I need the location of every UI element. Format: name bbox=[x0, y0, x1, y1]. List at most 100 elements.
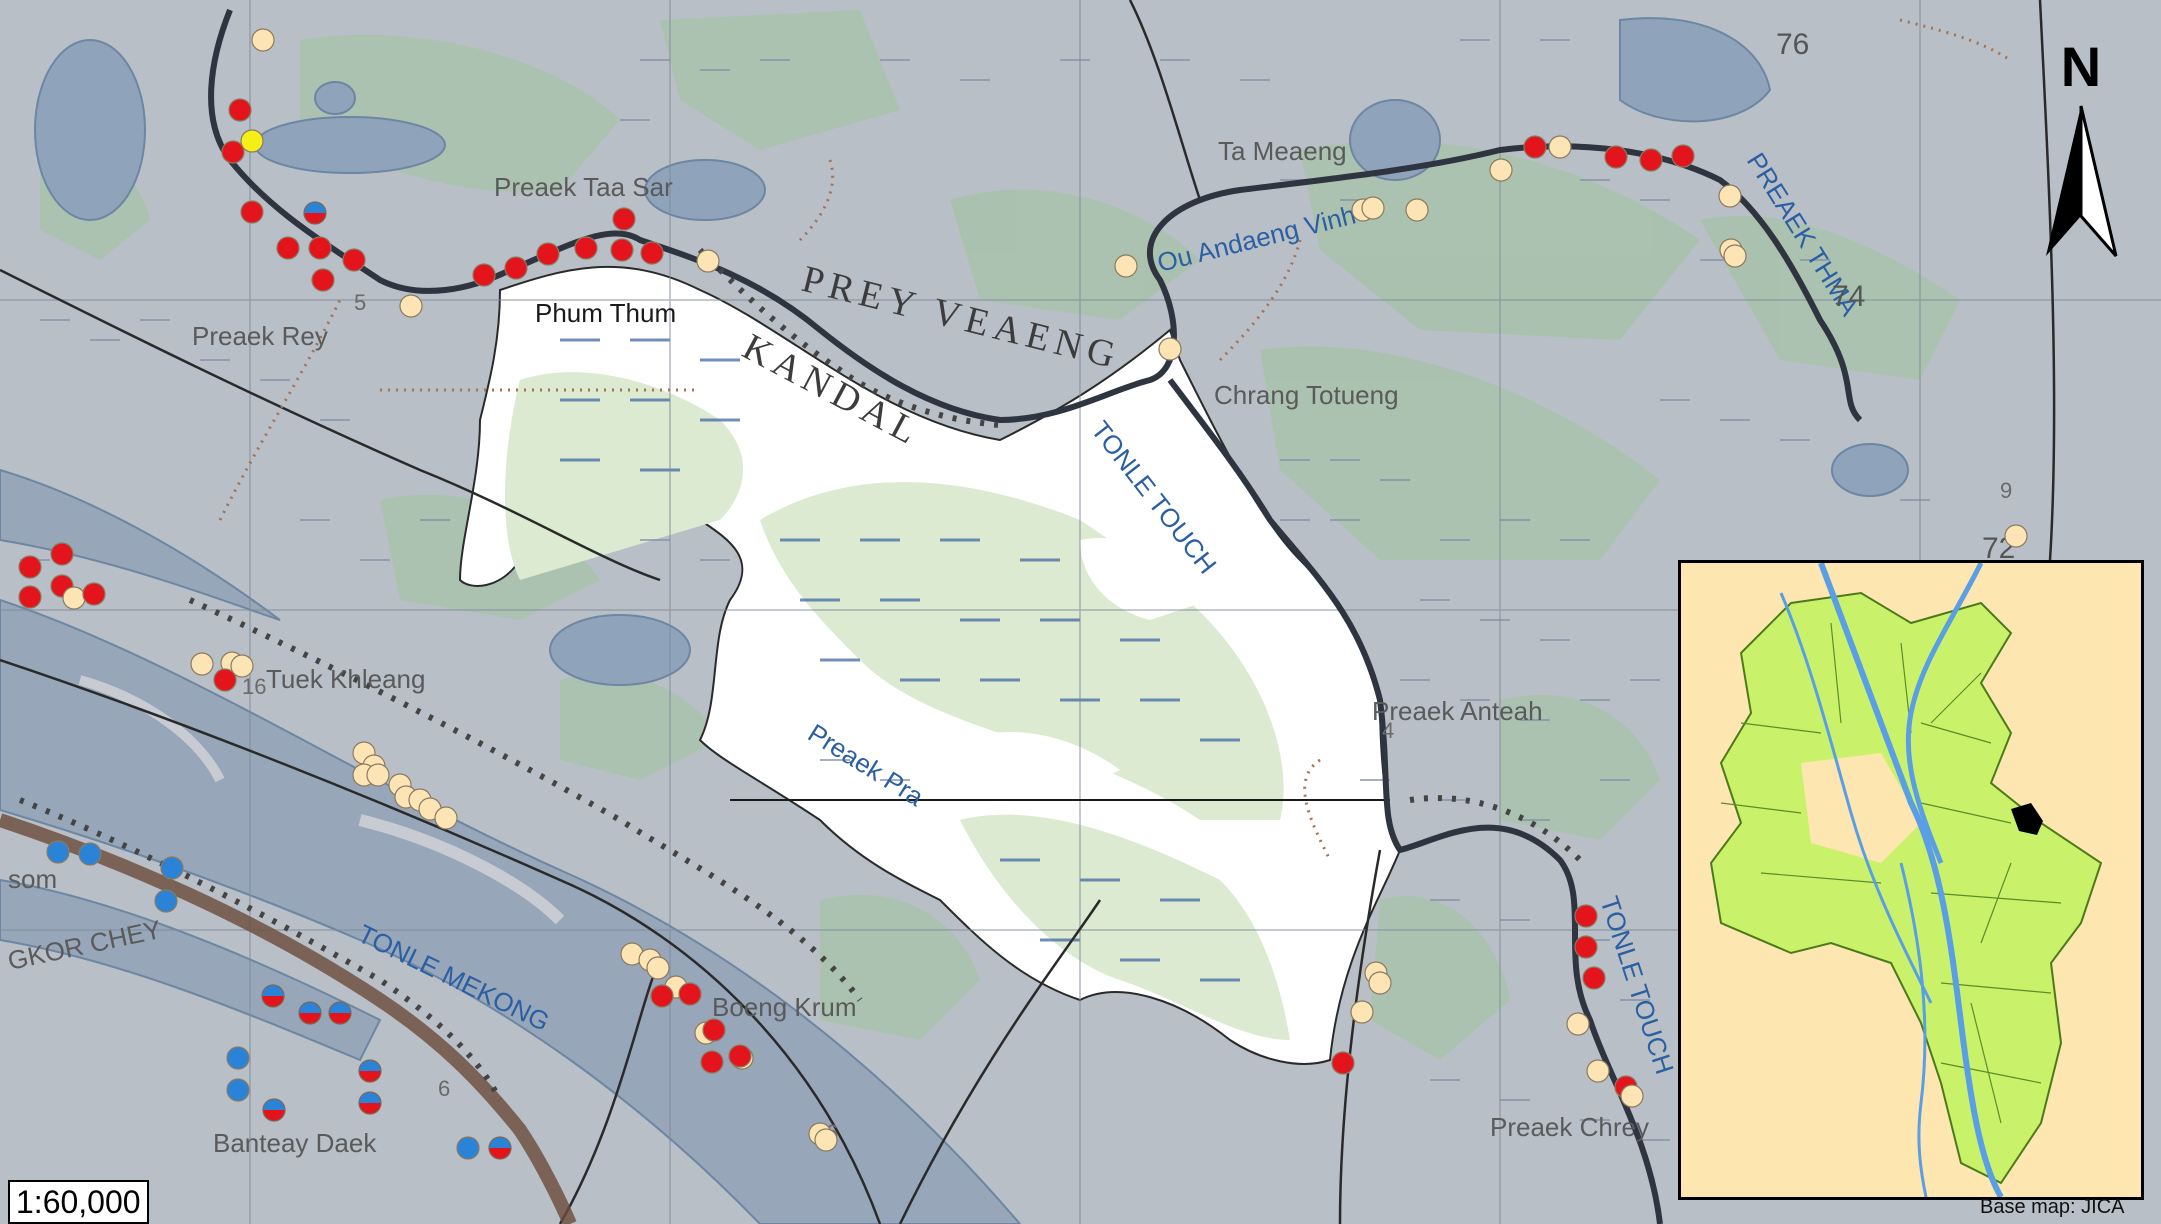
marker-outline bbox=[328, 1001, 352, 1025]
marker-cream bbox=[1405, 198, 1429, 222]
marker-cream bbox=[646, 956, 670, 980]
marker-half-blue bbox=[329, 1002, 351, 1013]
marker-red bbox=[504, 256, 528, 280]
marker-cream bbox=[814, 1128, 838, 1152]
marker-half-red bbox=[489, 1148, 511, 1159]
place-preaek-chrey: Preaek Chrey bbox=[1490, 1112, 1649, 1142]
inset-communes bbox=[1720, 622, 2062, 1124]
marker-half-red bbox=[359, 1071, 381, 1082]
marker-red bbox=[650, 984, 674, 1008]
inset-svg bbox=[1709, 561, 2103, 1199]
marker-yellow bbox=[240, 129, 264, 153]
marker-half-blue bbox=[359, 1092, 381, 1103]
marker-red-blue bbox=[298, 1001, 322, 1025]
marker-red bbox=[342, 248, 366, 272]
marker-half-red bbox=[263, 1110, 285, 1121]
place-som: som bbox=[8, 864, 57, 894]
marker-cream bbox=[1368, 971, 1392, 995]
marker-red bbox=[221, 140, 245, 164]
grid-number-4: 4 bbox=[1382, 718, 1394, 743]
north-arrow-left bbox=[2046, 106, 2081, 256]
marker-blue bbox=[456, 1136, 480, 1160]
marker-cream bbox=[190, 652, 214, 676]
marker-blue bbox=[78, 842, 102, 866]
inset-highlight-study-area bbox=[2011, 803, 2043, 835]
grid-number-6a: 6 bbox=[438, 1076, 450, 1101]
railways bbox=[218, 18, 2011, 861]
lakes bbox=[34, 17, 1909, 686]
marker-cream bbox=[1620, 1084, 1644, 1108]
marker-outline bbox=[298, 1001, 322, 1025]
marker-blue bbox=[226, 1078, 250, 1102]
marker-cream bbox=[1723, 244, 1747, 268]
marker-red bbox=[308, 236, 332, 260]
marker-half-red bbox=[299, 1013, 321, 1024]
marker-red bbox=[640, 241, 664, 265]
marker-cream bbox=[434, 806, 458, 830]
marker-red bbox=[610, 238, 634, 262]
marker-red bbox=[1604, 145, 1628, 169]
marker-half-blue bbox=[262, 985, 284, 996]
marker-red-blue bbox=[261, 984, 285, 1008]
place-ta-meaeng: Ta Meaeng bbox=[1218, 136, 1347, 166]
marker-cream bbox=[1489, 158, 1513, 182]
place-tuek-khleang: Tuek Khleang bbox=[266, 664, 425, 694]
scale-label: 1:60,000 bbox=[8, 1180, 149, 1224]
place-preaek-anteah: Preaek Anteah bbox=[1372, 696, 1543, 726]
marker-cream bbox=[1158, 337, 1182, 361]
marker-blue bbox=[160, 856, 184, 880]
roads bbox=[0, 0, 2056, 1224]
marker-red bbox=[536, 242, 560, 266]
marker-red-blue bbox=[262, 1098, 286, 1122]
inset-locator-map bbox=[1678, 560, 2144, 1200]
marker-cream bbox=[1114, 254, 1138, 278]
marker-cream bbox=[366, 763, 390, 787]
study-area bbox=[458, 265, 1402, 1065]
inset-river-bassac bbox=[1899, 862, 1928, 1198]
inset-river-main bbox=[1818, 561, 2004, 1199]
basemap-credit: Base map: JICA bbox=[1980, 1196, 2125, 1218]
survey-markers bbox=[18, 28, 2028, 1160]
marker-red bbox=[311, 268, 335, 292]
marker-red bbox=[213, 668, 237, 692]
marker-outline bbox=[262, 1098, 286, 1122]
marker-cream bbox=[230, 654, 254, 678]
marker-red bbox=[728, 1044, 752, 1068]
inset-river-west bbox=[1779, 592, 1933, 1004]
marker-red-blue bbox=[358, 1059, 382, 1083]
marker-cream bbox=[2004, 524, 2028, 548]
marker-outline bbox=[303, 201, 327, 225]
marker-red bbox=[276, 236, 300, 260]
marker-half-blue bbox=[304, 202, 326, 213]
north-arrow: N bbox=[2046, 36, 2118, 257]
place-preaek-taa-sar: Preaek Taa Sar bbox=[494, 172, 673, 202]
marker-blue bbox=[226, 1046, 250, 1070]
marker-half-red bbox=[262, 996, 284, 1007]
place-chrang-totueng: Chrang Totueng bbox=[1214, 380, 1399, 410]
marker-cream bbox=[696, 249, 720, 273]
marker-blue bbox=[154, 889, 178, 913]
marker-red bbox=[82, 582, 106, 606]
marker-red bbox=[1574, 935, 1598, 959]
marker-cream bbox=[62, 586, 86, 610]
marker-outline bbox=[358, 1059, 382, 1083]
marker-red bbox=[18, 585, 42, 609]
marker-cream bbox=[251, 28, 275, 52]
marker-red bbox=[228, 98, 252, 122]
marker-half-blue bbox=[359, 1060, 381, 1071]
background-marsh bbox=[20, 39, 1930, 1141]
marker-red bbox=[240, 200, 264, 224]
marker-blue bbox=[46, 840, 70, 864]
grid-number-5: 5 bbox=[354, 290, 366, 315]
marker-cream bbox=[1350, 1000, 1374, 1024]
marker-half-red bbox=[359, 1103, 381, 1114]
marker-cream bbox=[1586, 1059, 1610, 1083]
north-label: N bbox=[2061, 36, 2101, 98]
marker-red bbox=[18, 555, 42, 579]
place-preaek-rey: Preaek Rey bbox=[192, 321, 328, 351]
marker-red-blue bbox=[358, 1091, 382, 1115]
inset-central-gap bbox=[1801, 753, 1921, 863]
mekong-river bbox=[0, 468, 1022, 1224]
